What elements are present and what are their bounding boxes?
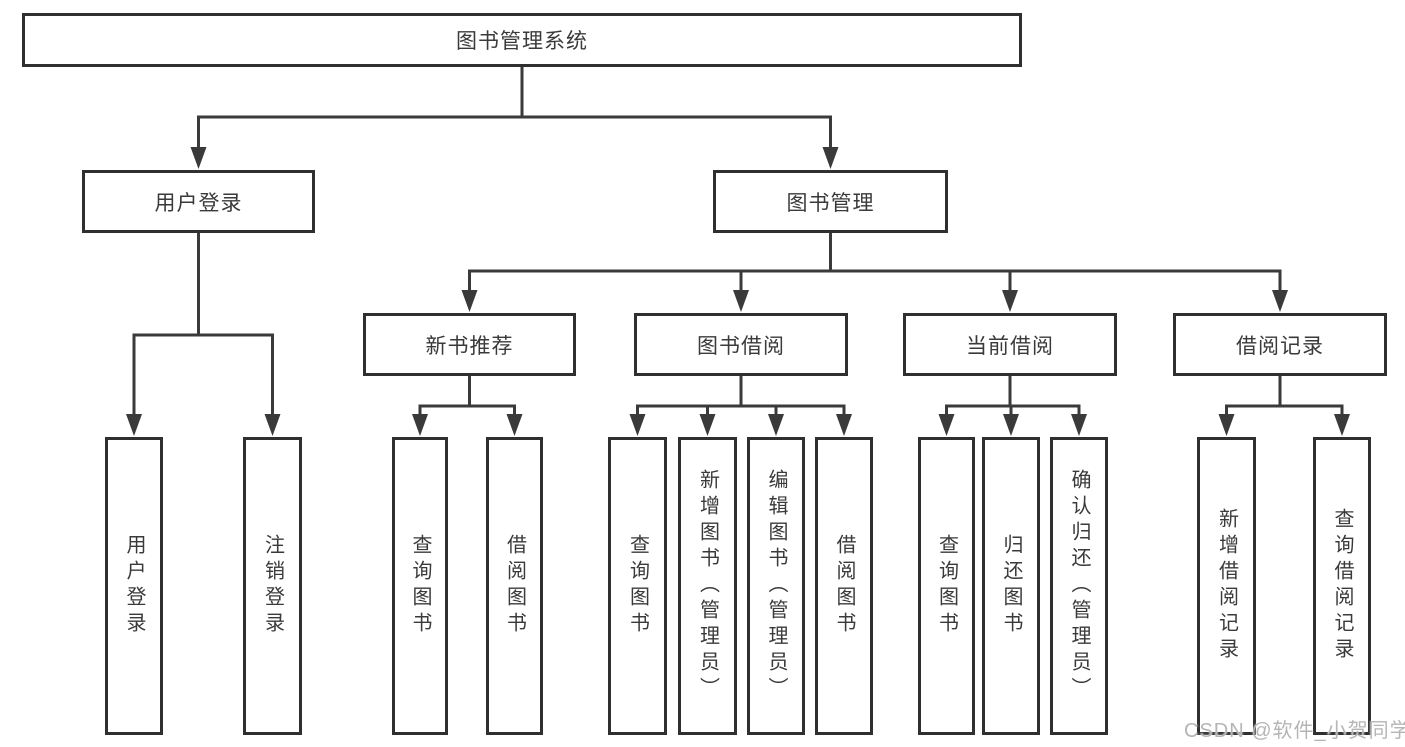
leaf-bb-borrow-books-label: 借阅图书 xyxy=(833,534,855,638)
node-library-system-label: 图书管理系统 xyxy=(456,30,588,53)
leaf-br-add-record: 新增借阅记录 xyxy=(1197,437,1256,735)
leaf-cb-query-books: 查询图书 xyxy=(918,437,975,735)
node-borrow-records-label: 借阅记录 xyxy=(1236,334,1324,358)
leaf-bb-add-books-admin-label: 新增图书（管理员） xyxy=(696,469,719,703)
leaf-bb-edit-books-admin-label: 编辑图书（管理员） xyxy=(765,469,787,703)
csdn-watermark: CSDN @软件_小贺同学 xyxy=(1184,720,1405,742)
leaf-br-query-record-label: 查询借阅记录 xyxy=(1331,508,1353,664)
leaf-cb-confirm-return-admin-label: 确认归还（管理员） xyxy=(1068,469,1090,703)
leaf-bb-borrow-books: 借阅图书 xyxy=(815,437,873,735)
node-book-management: 图书管理 xyxy=(713,170,948,233)
node-book-borrowing-label: 图书借阅 xyxy=(697,334,785,358)
node-borrow-records: 借阅记录 xyxy=(1173,313,1387,376)
node-current-borrowing-label: 当前借阅 xyxy=(966,334,1054,358)
leaf-nb-query-books-label: 查询图书 xyxy=(409,534,431,638)
node-new-book-recommend: 新书推荐 xyxy=(363,313,576,376)
leaf-bb-query-books-label: 查询图书 xyxy=(626,534,649,638)
leaf-logout-label: 注销登录 xyxy=(261,534,284,638)
leaf-user-login-label: 用户登录 xyxy=(123,534,145,638)
leaf-logout: 注销登录 xyxy=(243,437,302,735)
leaf-cb-query-books-label: 查询图书 xyxy=(935,534,958,638)
leaf-cb-return-books-label: 归还图书 xyxy=(1000,534,1022,638)
leaf-nb-borrow-books: 借阅图书 xyxy=(486,437,543,735)
leaf-cb-return-books: 归还图书 xyxy=(982,437,1040,735)
leaf-br-query-record: 查询借阅记录 xyxy=(1313,437,1371,735)
node-user-login: 用户登录 xyxy=(82,170,315,233)
node-user-login-label: 用户登录 xyxy=(154,191,243,215)
leaf-bb-add-books-admin: 新增图书（管理员） xyxy=(678,437,737,735)
leaf-nb-query-books: 查询图书 xyxy=(392,437,448,735)
node-book-borrowing: 图书借阅 xyxy=(634,313,848,376)
node-library-system: 图书管理系统 xyxy=(22,13,1022,67)
node-current-borrowing: 当前借阅 xyxy=(903,313,1117,376)
node-book-management-label: 图书管理 xyxy=(786,191,875,215)
leaf-bb-edit-books-admin: 编辑图书（管理员） xyxy=(747,437,805,735)
leaf-cb-confirm-return-admin: 确认归还（管理员） xyxy=(1050,437,1108,735)
leaf-bb-query-books: 查询图书 xyxy=(608,437,667,735)
leaf-nb-borrow-books-label: 借阅图书 xyxy=(503,534,526,638)
node-new-book-recommend-label: 新书推荐 xyxy=(425,334,514,358)
leaf-user-login: 用户登录 xyxy=(105,437,163,735)
leaf-br-add-record-label: 新增借阅记录 xyxy=(1215,508,1238,664)
